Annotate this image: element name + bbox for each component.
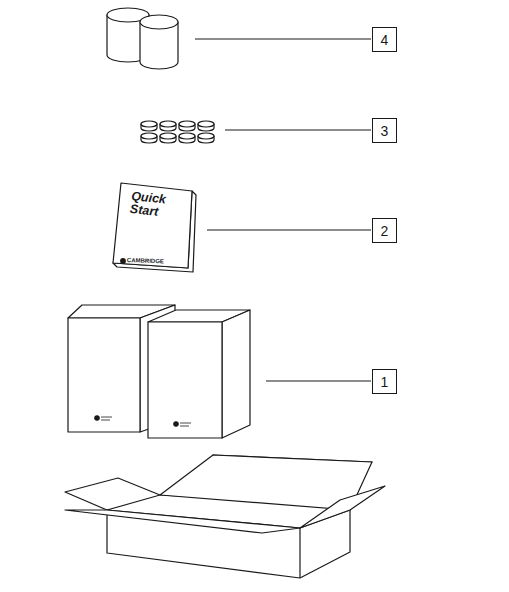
foot-top [198,133,214,139]
rubber-feet [141,121,214,143]
open-carton [65,455,385,578]
callout-box: 3 [372,118,397,143]
foot-top [160,133,176,139]
speakers [68,305,250,438]
foot-top [198,121,214,127]
foot-top [141,121,157,127]
callout-number: 3 [381,124,389,138]
callout-box: 2 [372,218,397,243]
callout-box: 1 [372,369,397,394]
quick-start-guide [113,183,196,272]
foot-top [179,121,195,127]
foot-top [179,133,195,139]
callout-number: 1 [381,375,389,389]
foam-plugs [107,8,178,69]
callout-number: 2 [381,224,389,238]
guide-title: Quick Start [129,190,177,220]
foot-top [160,121,176,127]
foot-top [141,133,157,139]
brand-mark: CAMBRIDGE [127,257,164,264]
callout-number: 4 [381,33,389,47]
callout-box: 4 [372,27,397,52]
